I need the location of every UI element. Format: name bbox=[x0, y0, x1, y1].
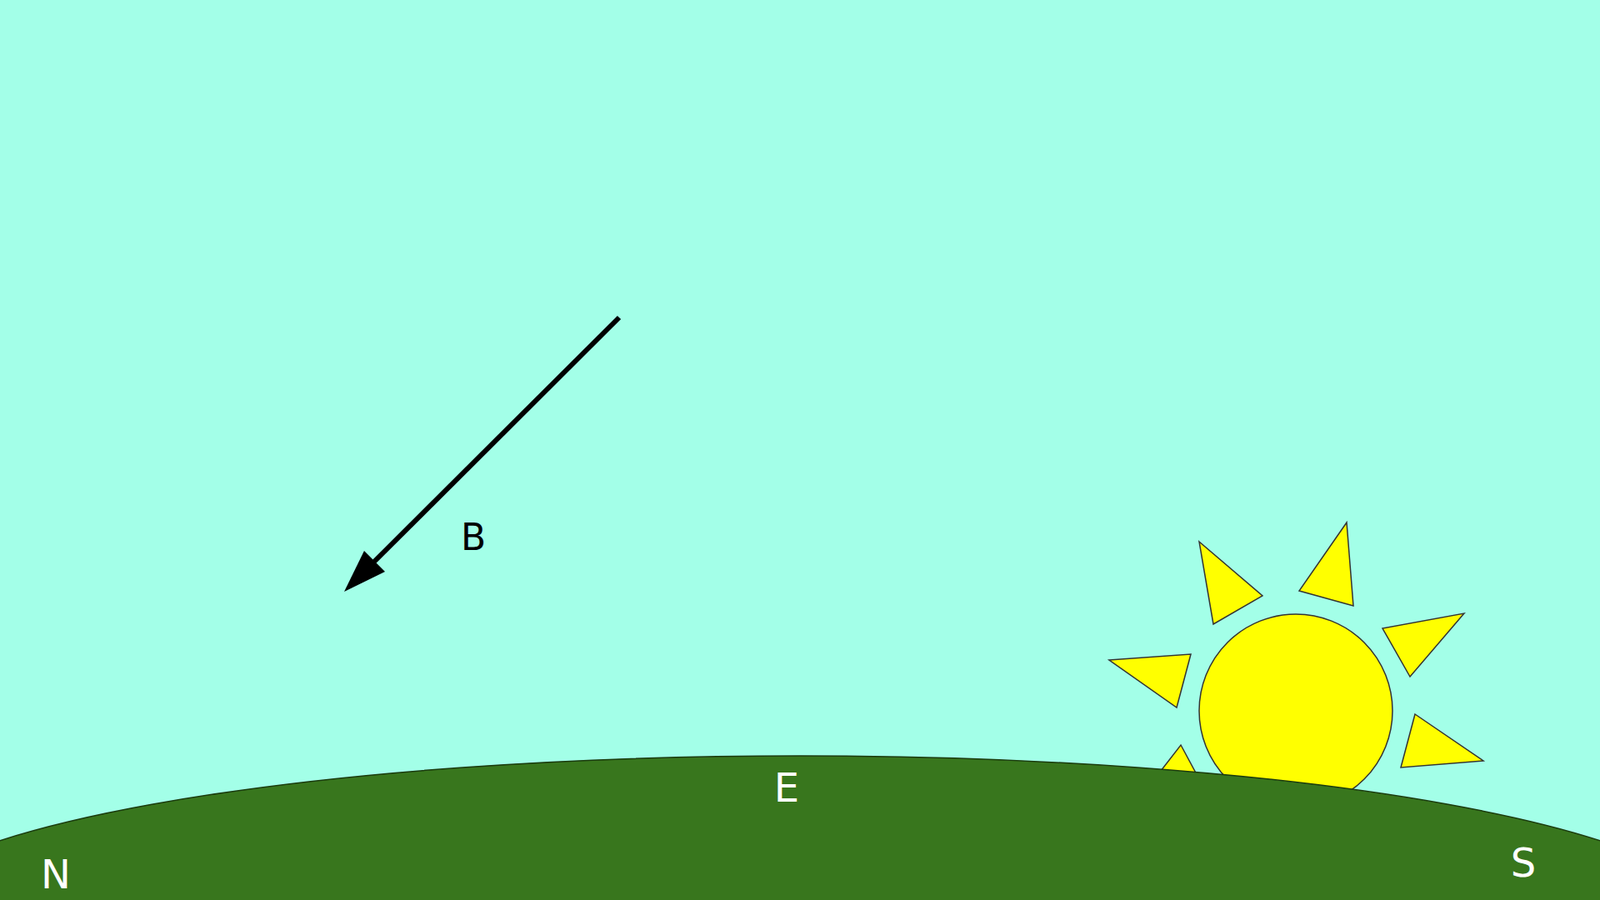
sun-ray bbox=[1382, 613, 1465, 677]
sun-ray bbox=[1109, 654, 1191, 708]
sun-ray bbox=[1400, 714, 1484, 768]
sun-ray bbox=[1199, 541, 1263, 625]
sun-ray bbox=[1299, 522, 1354, 606]
arrow-shaft bbox=[369, 317, 620, 567]
arrow-label: B bbox=[460, 519, 486, 556]
ground bbox=[0, 755, 1600, 900]
compass-label: S bbox=[1510, 842, 1536, 883]
direction-arrow bbox=[344, 317, 620, 592]
compass-label: N bbox=[40, 854, 71, 895]
compass-label: E bbox=[774, 767, 800, 808]
arrow-head bbox=[344, 550, 385, 592]
